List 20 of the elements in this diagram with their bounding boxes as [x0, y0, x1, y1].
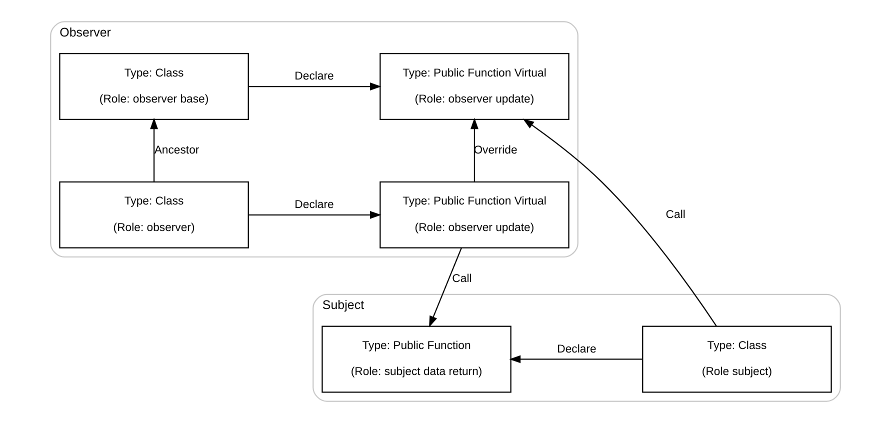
arrow	[150, 118, 158, 182]
node-box: Type: Public Function Virtual (Role: observer update)	[380, 52, 570, 120]
edge-label: Call	[452, 272, 472, 285]
node-box: Type: Class (Role: observer)	[59, 181, 249, 248]
edge-label: Declare	[294, 70, 334, 83]
arrow	[509, 355, 642, 364]
edge-label: Ancestor	[154, 144, 200, 157]
edge-label: Declare	[557, 343, 596, 356]
arrow	[429, 248, 462, 328]
arrow	[470, 118, 478, 182]
arrow	[248, 82, 382, 90]
node-box: Type: Public Function Virtual (Role: observer update)	[380, 181, 570, 248]
edge-label: Call	[666, 208, 686, 221]
arrow	[522, 118, 717, 326]
edge-label: Declare	[294, 199, 334, 212]
arrow	[248, 210, 382, 219]
node-box: Type: Public Function (Role: subject data return)	[322, 326, 512, 393]
edge-label: Override	[474, 144, 518, 157]
node-box: Type: Class (Role subject)	[642, 326, 832, 393]
node-box: Type: Class (Role: observer base)	[59, 52, 249, 120]
